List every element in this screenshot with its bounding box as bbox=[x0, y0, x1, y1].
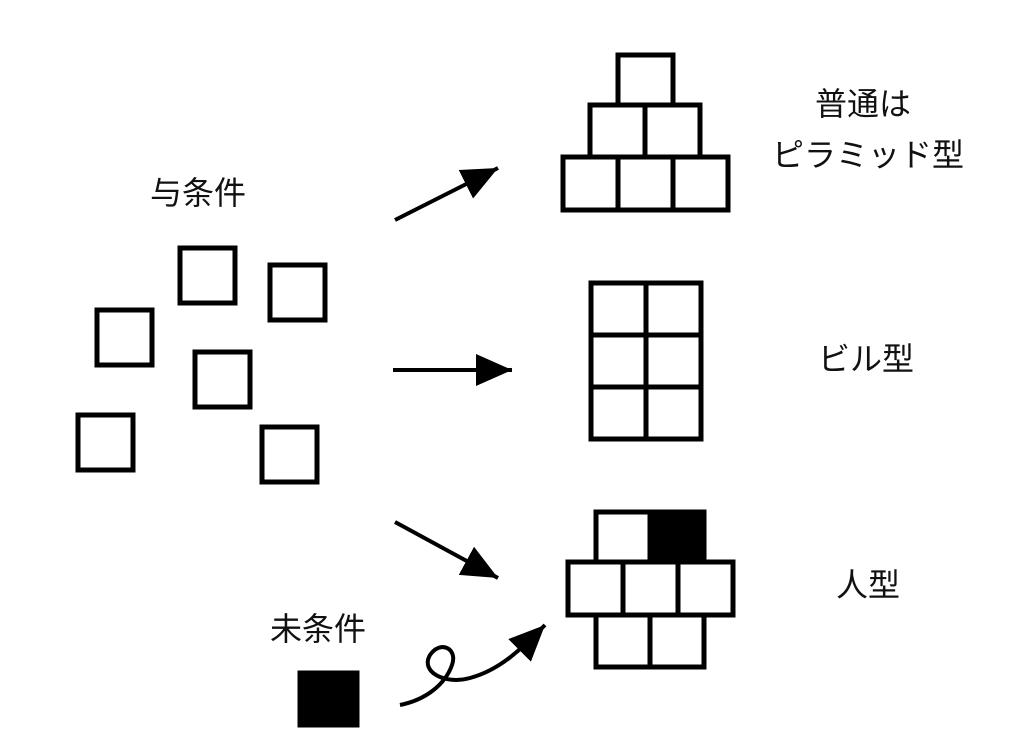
looped-arrow bbox=[399, 623, 547, 707]
person-box-dark bbox=[647, 509, 707, 565]
scattered-box-6 bbox=[259, 424, 320, 485]
pyramid-box bbox=[615, 154, 676, 213]
pyramid-structure bbox=[560, 52, 731, 213]
scattered-boxes bbox=[75, 245, 328, 485]
unconditioned-label: 未条件 bbox=[270, 610, 366, 648]
building-box bbox=[588, 384, 649, 442]
person-box bbox=[593, 612, 653, 670]
building-box bbox=[588, 332, 649, 390]
scattered-box-2 bbox=[267, 262, 328, 323]
building-box bbox=[588, 280, 649, 338]
arrow-to-pyramid bbox=[394, 166, 499, 222]
building-box bbox=[643, 280, 704, 338]
building-box bbox=[643, 332, 704, 390]
person-box bbox=[593, 509, 653, 565]
person-box bbox=[620, 559, 681, 618]
scattered-box-3 bbox=[94, 307, 155, 368]
arrow-to-person bbox=[394, 520, 499, 580]
person-label: 人型 bbox=[836, 566, 900, 604]
building-structure bbox=[588, 280, 704, 442]
building-box bbox=[643, 384, 704, 442]
pyramid-box bbox=[587, 102, 648, 160]
person-box bbox=[675, 559, 736, 618]
pyramid-label-line2: ピラミッド型 bbox=[772, 136, 964, 174]
pyramid-label-line1: 普通は bbox=[815, 85, 911, 123]
scattered-box-4 bbox=[192, 349, 253, 410]
person-structure bbox=[565, 509, 736, 670]
pyramid-box bbox=[670, 154, 731, 213]
person-box bbox=[565, 559, 626, 618]
unconditioned-box bbox=[297, 670, 360, 728]
pyramid-box bbox=[560, 154, 621, 213]
pyramid-box bbox=[642, 102, 703, 160]
building-label: ビル型 bbox=[818, 340, 914, 378]
given-condition-label: 与条件 bbox=[150, 174, 246, 212]
pyramid-box bbox=[615, 52, 676, 108]
person-box bbox=[647, 612, 707, 670]
scattered-box-5 bbox=[75, 412, 136, 473]
scattered-box-1 bbox=[177, 245, 238, 306]
